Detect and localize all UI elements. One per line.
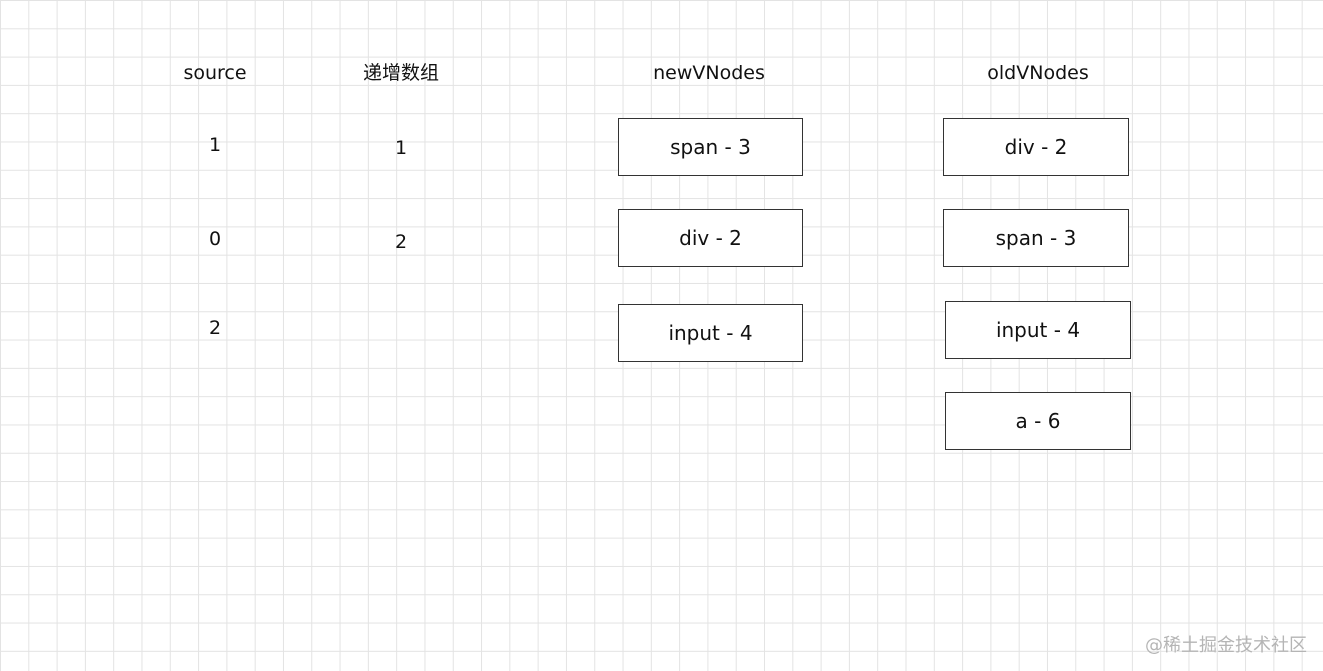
- header-source: source: [183, 62, 247, 84]
- watermark: @稀土掘金技术社区: [1145, 635, 1307, 656]
- increasing-value: 2: [394, 231, 408, 253]
- source-value: 1: [208, 134, 222, 156]
- old-vnode-label: div - 2: [1004, 135, 1068, 159]
- new-vnode-label: div - 2: [679, 226, 742, 250]
- new-vnode-box: input - 4: [618, 304, 803, 362]
- header-new-vnodes: newVNodes: [653, 62, 765, 84]
- old-vnode-label: a - 6: [1015, 409, 1061, 433]
- new-vnode-box: span - 3: [618, 118, 803, 176]
- old-vnode-box: span - 3: [943, 209, 1129, 267]
- old-vnode-box: div - 2: [943, 118, 1129, 176]
- old-vnode-label: input - 4: [995, 318, 1081, 342]
- header-old-vnodes: oldVNodes: [987, 62, 1089, 84]
- increasing-value: 1: [394, 137, 408, 159]
- new-vnode-label: input - 4: [668, 321, 753, 345]
- old-vnode-box: a - 6: [945, 392, 1131, 450]
- source-value: 0: [208, 228, 222, 250]
- new-vnode-box: div - 2: [618, 209, 803, 267]
- new-vnode-label: span - 3: [670, 135, 751, 159]
- old-vnode-box: input - 4: [945, 301, 1131, 359]
- source-value: 2: [208, 317, 222, 339]
- header-increasing-array: 递增数组: [362, 62, 440, 84]
- old-vnode-label: span - 3: [995, 226, 1077, 250]
